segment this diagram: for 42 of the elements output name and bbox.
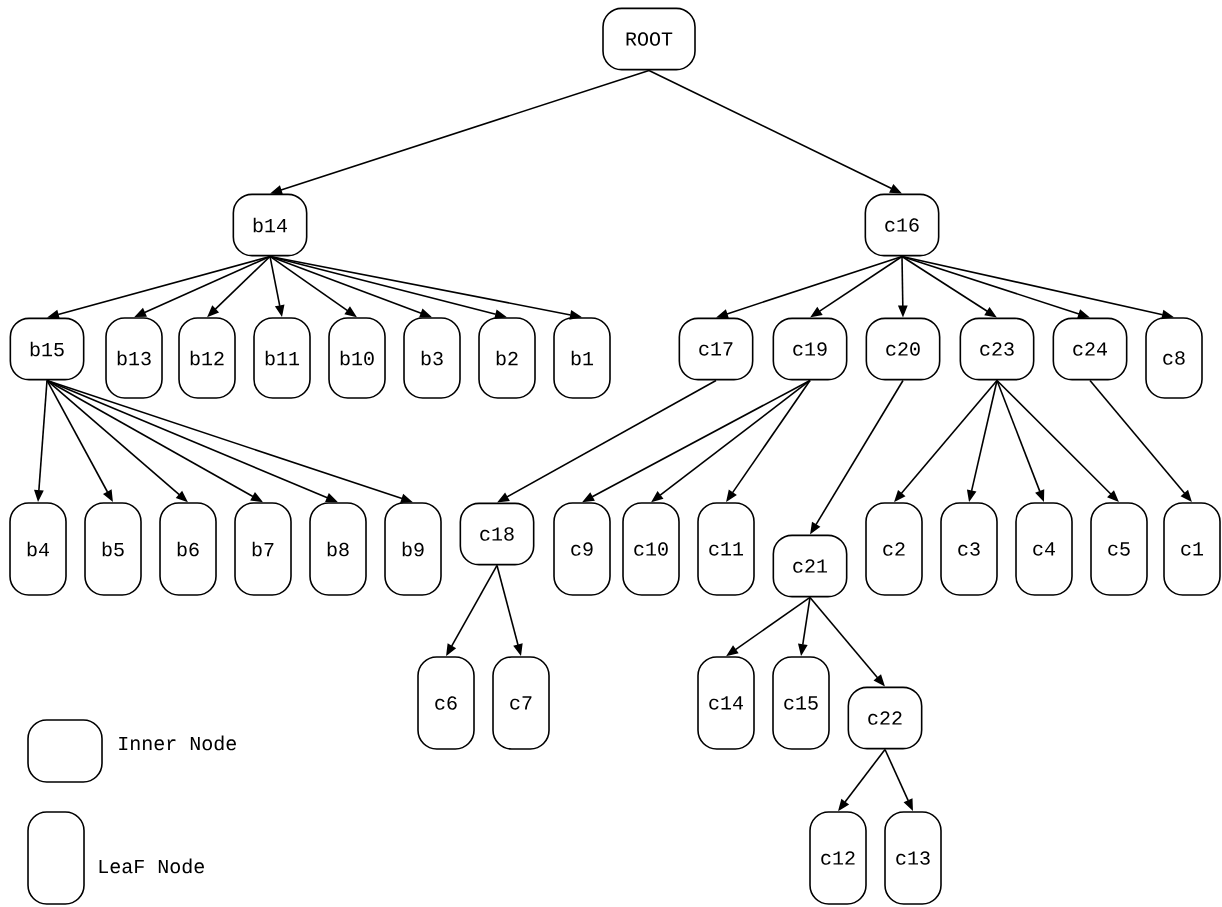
leaf-node: c9 bbox=[553, 502, 611, 596]
leaf-node: c2 bbox=[865, 502, 923, 596]
leaf-node: c12 bbox=[809, 811, 867, 905]
inner-node: c16 bbox=[864, 193, 940, 257]
inner-node: c19 bbox=[772, 317, 848, 381]
leaf-node: c15 bbox=[772, 656, 830, 750]
leaf-node: b13 bbox=[105, 317, 163, 399]
leaf-node: b5 bbox=[84, 502, 142, 596]
leaf-node: c14 bbox=[697, 656, 755, 750]
inner-node: c22 bbox=[847, 686, 923, 750]
leaf-node: b7 bbox=[234, 502, 292, 596]
leaf-node: b12 bbox=[178, 317, 236, 399]
leaf-node: c3 bbox=[940, 502, 998, 596]
inner-node: c17 bbox=[678, 317, 754, 381]
leaf-node: b11 bbox=[253, 317, 311, 399]
leaf-node: c6 bbox=[417, 656, 475, 750]
legend-entry: LeaF Node bbox=[27, 811, 204, 905]
inner-node: c23 bbox=[959, 317, 1035, 381]
leaf-node: c5 bbox=[1090, 502, 1148, 596]
inner-node: c24 bbox=[1052, 317, 1128, 381]
inner-node: b14 bbox=[232, 193, 308, 257]
root-node: ROOT bbox=[602, 7, 696, 71]
inner-node: b15 bbox=[9, 317, 85, 381]
leaf-node: b3 bbox=[403, 317, 461, 399]
leaf-node: c10 bbox=[622, 502, 680, 596]
leaf-node: b1 bbox=[553, 317, 611, 399]
leaf-node: c8 bbox=[1145, 317, 1203, 399]
leaf-node: c1 bbox=[1163, 502, 1221, 596]
inner-node: c18 bbox=[459, 502, 535, 566]
leaf-node: b9 bbox=[384, 502, 442, 596]
leaf-node: c13 bbox=[884, 811, 942, 905]
inner-node: c20 bbox=[865, 317, 941, 381]
leaf-node: b4 bbox=[9, 502, 67, 596]
leaf-node: b8 bbox=[309, 502, 367, 596]
legend-entry: Inner Node bbox=[27, 719, 236, 783]
leaf-node: b10 bbox=[328, 317, 386, 399]
leaf-node: c11 bbox=[697, 502, 755, 596]
leaf-node: c7 bbox=[492, 656, 550, 750]
leaf-node: b2 bbox=[478, 317, 536, 399]
leaf-node: b6 bbox=[159, 502, 217, 596]
leaf-node: c4 bbox=[1015, 502, 1073, 596]
inner-node: c21 bbox=[772, 534, 848, 598]
